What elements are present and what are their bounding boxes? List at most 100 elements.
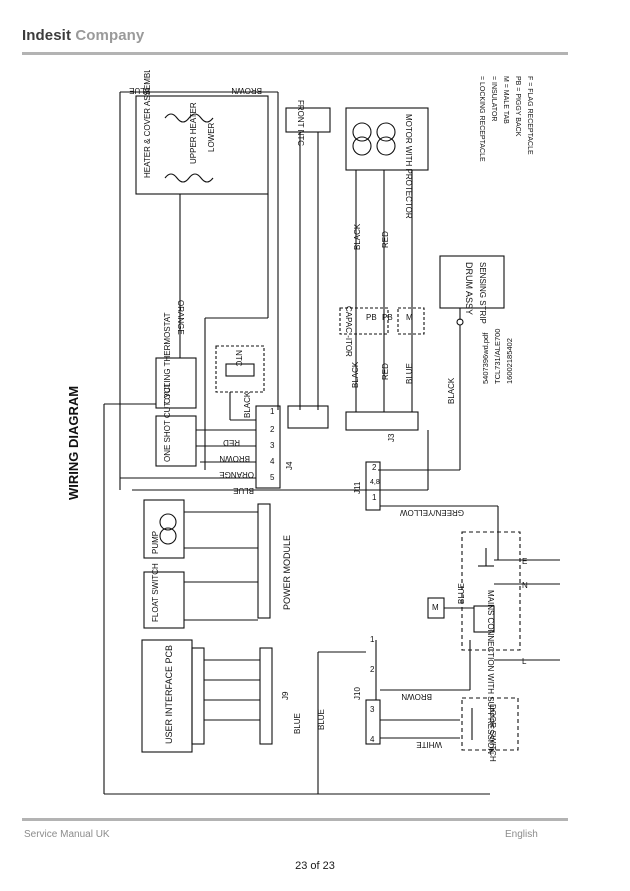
legend-piggy-back: PB = PIGGY BACK xyxy=(514,76,521,137)
wire-label-brown-j10: BROWN xyxy=(401,692,432,701)
pin-j11-1: 1 xyxy=(372,493,377,502)
connector-j3 xyxy=(345,411,419,431)
pin-j10-1: 1 xyxy=(370,635,375,644)
pin-j11-48: 4,8 xyxy=(370,479,380,486)
footer-manual-label: Service Manual UK xyxy=(24,829,110,840)
capacitor-label: CAPAC -ITOR xyxy=(344,306,353,357)
legend-locking: = LOCKING RECEPTACLE xyxy=(478,76,485,162)
wire-label-brown-top: BROWN xyxy=(231,86,262,95)
wire-label-black-drum: BLACK xyxy=(447,377,456,404)
mains-label: MAINS CONNECTION WITH SUPPRESSION xyxy=(486,590,495,754)
cycling-thermostat-box xyxy=(155,357,197,409)
float-switch-label: FLOAT SWITCH xyxy=(151,563,160,622)
ntc-label: NTC xyxy=(234,350,243,367)
one-shot-cutout-box xyxy=(155,415,197,467)
lower-heater-label: LOWER xyxy=(207,122,216,152)
legend-flag: F = FLAG RECEPTACLE xyxy=(526,76,533,155)
connector-j10 xyxy=(365,699,381,745)
front-ntc-label: FRONT NTC xyxy=(296,100,305,146)
door-switch-label: DOOR SWITCH xyxy=(488,704,497,762)
pin-j4-4: 4 xyxy=(270,457,275,466)
capacitor-box xyxy=(339,307,389,335)
j3-label: J3 xyxy=(387,433,396,442)
float-switch-box xyxy=(143,571,185,629)
upper-heater-label: UPPER HEATER xyxy=(189,102,198,164)
wiring-diagram: WIRING DIAGRAM HEATER & COVER ASSEMBLY U… xyxy=(66,70,560,795)
heater-assembly-label: HEATER & COVER ASSEMBLY xyxy=(143,70,152,178)
doc-ref-model: TCL731/ALE700 xyxy=(493,329,502,384)
footer-language: English xyxy=(505,829,538,840)
ui-pcb-label: USER INTERFACE PCB xyxy=(164,645,174,744)
wire-label-blue-j9: BLUE xyxy=(293,713,302,734)
j9-label: J9 xyxy=(281,691,290,700)
heater-assembly-box xyxy=(135,95,269,195)
pin-j4-5: 5 xyxy=(270,473,275,482)
lower-heater-coil xyxy=(164,173,214,183)
wire-label-black-cap: BLACK xyxy=(351,361,360,388)
power-module-strip xyxy=(257,503,271,619)
terminal-e: E xyxy=(522,557,527,566)
j11-label: J11 xyxy=(353,481,362,494)
pin-j10-2: 2 xyxy=(370,665,375,674)
connector-j11 xyxy=(365,461,381,511)
pin-j4-2: 2 xyxy=(270,425,275,434)
j4-label: J4 xyxy=(285,461,294,470)
page-number: 23 of 23 xyxy=(295,860,335,872)
doc-ref-number: 16002185402 xyxy=(505,338,514,384)
motor-label: MOTOR WITH PROTECTOR xyxy=(404,114,413,219)
cap-m: M xyxy=(406,313,413,322)
front-ntc-box xyxy=(285,107,331,133)
wire-label-black-motor: BLACK xyxy=(353,223,362,250)
wire-label-red-j4: RED xyxy=(223,438,240,447)
pin-j11-2: 2 xyxy=(372,463,377,472)
pin-j10-4: 4 xyxy=(370,735,375,744)
power-module-label: POWER MODULE xyxy=(282,535,292,610)
wire-label-blue-cap: BLUE xyxy=(405,363,414,384)
legend-insulator: = INSULATOR xyxy=(490,76,497,121)
diagram-title: WIRING DIAGRAM xyxy=(66,386,81,500)
j10-label: J10 xyxy=(353,687,362,700)
drum-assy-label: DRUM ASSY xyxy=(464,262,474,315)
wire-label-red-cap: RED xyxy=(381,363,390,380)
doc-ref-file: 5407396wd.pdf xyxy=(481,332,490,384)
pin-j4-1: 1 xyxy=(270,407,275,416)
mains-box xyxy=(461,531,521,651)
wire-label-red-motor: RED xyxy=(381,231,390,248)
brand-primary: Indesit xyxy=(22,27,72,44)
drum-assy-box xyxy=(439,255,505,309)
wire-label-orange-j4: ORANGE xyxy=(219,470,254,479)
door-switch-box xyxy=(461,697,519,751)
legend-male-tab: M = MALE TAB xyxy=(502,76,509,124)
connector-j4 xyxy=(255,405,281,489)
terminal-n: N xyxy=(522,581,528,590)
pin-j10-3: 3 xyxy=(370,705,375,714)
wire-label-blue-top: BLUE xyxy=(129,86,150,95)
wire-label-blue-mains: BLUE xyxy=(457,583,466,604)
cutout-label: ONE SHOT CUT OUT xyxy=(163,383,172,462)
pump-box xyxy=(143,499,185,559)
motor-box xyxy=(345,107,429,171)
mains-m: M xyxy=(432,603,439,612)
wire-label-white: WHITE xyxy=(416,740,442,749)
wire-label-green-yellow: GREEN/YELLOW xyxy=(400,508,464,517)
cap-pb-2: PB xyxy=(382,313,393,322)
wire-label-orange: ORANGE xyxy=(176,300,185,335)
thermostat-label: CYCLING THERMOSTAT xyxy=(163,312,172,404)
wire-label-black-j4: BLACK xyxy=(243,391,252,418)
brand-logo: Indesit Company xyxy=(22,27,144,44)
wire-label-brown-j4: BROWN xyxy=(219,454,250,463)
cap-pb-1: PB xyxy=(366,313,377,322)
terminal-l: L xyxy=(522,657,527,666)
footer-rule xyxy=(22,818,568,821)
wire-label-blue-j4: BLUE xyxy=(233,486,254,495)
pump-label: PUMP xyxy=(151,531,160,554)
connector-j9 xyxy=(259,647,273,745)
brand-secondary: Company xyxy=(75,27,145,44)
sensing-strip-label: SENSING STRIP xyxy=(478,262,487,324)
upper-heater-coil xyxy=(164,113,214,123)
wire-label-blue-pcb: BLUE xyxy=(317,709,326,730)
ntc-box xyxy=(215,345,265,393)
connector-j3a xyxy=(287,405,329,429)
pin-j4-3: 3 xyxy=(270,441,275,450)
header-rule xyxy=(22,52,568,55)
